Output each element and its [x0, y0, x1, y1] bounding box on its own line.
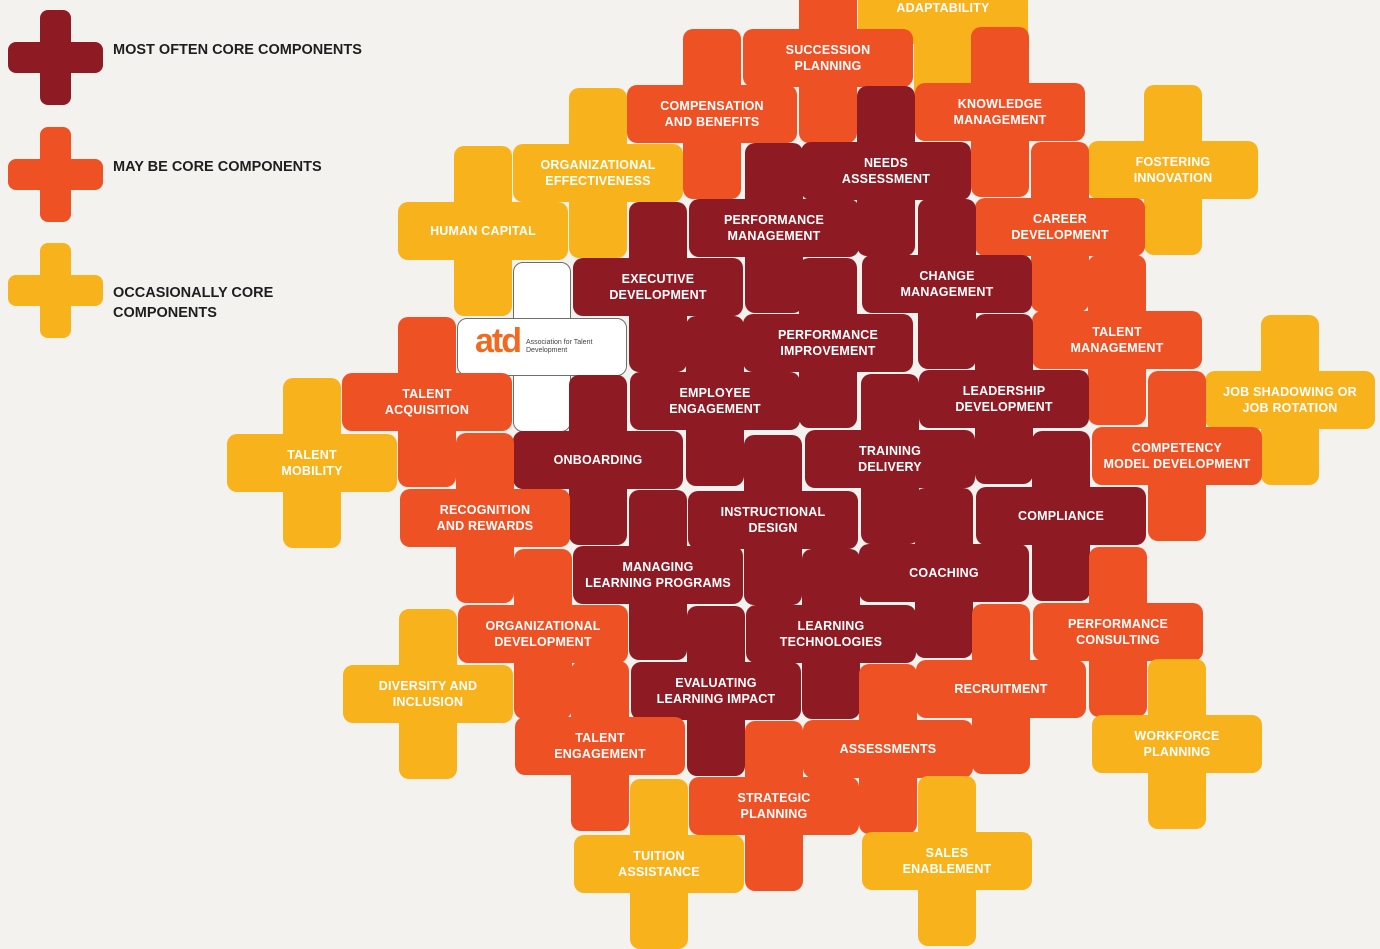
tile-label: INSTRUCTIONAL DESIGN: [720, 505, 826, 535]
tile-training-delivery: TRAINING DELIVERY: [805, 374, 975, 544]
tile-strategic-planning: STRATEGIC PLANNING: [689, 721, 859, 891]
tile-talent-acquisition: TALENT ACQUISITION: [342, 317, 512, 487]
tile-job-shadowing-or-job-rotation: JOB SHADOWING OR JOB ROTATION: [1205, 315, 1375, 485]
tile-organizational-effectiveness: ORGANIZATIONAL EFFECTIVENESS: [513, 88, 683, 258]
legend-label-occasionally: OCCASIONALLY CORE COMPONENTS: [113, 285, 274, 321]
tile-label: EVALUATING LEARNING IMPACT: [656, 676, 776, 706]
tile-label: PERFORMANCE MANAGEMENT: [723, 213, 825, 243]
atd-logo-subtitle: Association for Talent Development: [526, 339, 593, 354]
tile-compensation-and-benefits: COMPENSATION AND BENEFITS: [627, 29, 797, 199]
tile-label: HUMAN CAPITAL: [430, 224, 536, 238]
tile-label: KNOWLEDGE MANAGEMENT: [953, 97, 1047, 127]
tile-label: JOB SHADOWING OR JOB ROTATION: [1223, 385, 1357, 415]
tile-label: PERFORMANCE CONSULTING: [1067, 617, 1169, 647]
tile-organizational-development: ORGANIZATIONAL DEVELOPMENT: [458, 549, 628, 719]
tile-assessments: ASSESSMENTS: [803, 664, 973, 834]
tile-sales-enablement: SALES ENABLEMENT: [862, 776, 1032, 946]
tile-label: STRATEGIC PLANNING: [737, 791, 811, 821]
tile-label: COACHING: [909, 566, 979, 580]
legend-label-may-be: MAY BE CORE COMPONENTS: [113, 159, 322, 175]
tile-performance-management: PERFORMANCE MANAGEMENT: [689, 143, 859, 313]
tile-label: LEARNING TECHNOLOGIES: [779, 619, 883, 649]
tile-leadership-development: LEADERSHIP DEVELOPMENT: [919, 314, 1089, 484]
tile-label: EMPLOYEE ENGAGEMENT: [669, 386, 761, 416]
tile-compliance: COMPLIANCE: [976, 431, 1146, 601]
tile-fostering-innovation: FOSTERING INNOVATION: [1088, 85, 1258, 255]
tile-label: TRAINING DELIVERY: [858, 444, 922, 474]
atd-logo-mark: atd: [475, 322, 522, 360]
legend-cross-yellow: [8, 243, 103, 338]
tile-label: SALES ENABLEMENT: [902, 846, 992, 876]
legend-label-most-often: MOST OFTEN CORE COMPONENTS: [113, 42, 362, 58]
tile-executive-development: EXECUTIVE DEVELOPMENT: [573, 202, 743, 372]
tile-label: COMPETENCY MODEL DEVELOPMENT: [1103, 441, 1251, 471]
tile-label: COMPLIANCE: [1017, 509, 1105, 523]
tile-label: DIVERSITY AND INCLUSION: [378, 679, 478, 709]
tile-instructional-design: INSTRUCTIONAL DESIGN: [688, 435, 858, 605]
tile-performance-improvement: PERFORMANCE IMPROVEMENT: [743, 258, 913, 428]
tile-human-capital: HUMAN CAPITAL: [398, 146, 568, 316]
tile-label: NEEDS ASSESSMENT: [841, 156, 931, 186]
tile-label: SUCCESSION PLANNING: [785, 43, 871, 73]
tile-recruitment: RECRUITMENT: [916, 604, 1086, 774]
legend-may-be: MAY BE CORE COMPONENTS: [8, 127, 388, 222]
tile-tuition-assistance: TUITION ASSISTANCE: [574, 779, 744, 949]
tile-label: COMPENSATION AND BENEFITS: [660, 99, 764, 129]
legend-most-often: MOST OFTEN CORE COMPONENTS: [8, 10, 388, 105]
tile-label: TRAINING OR ADAPTABILITY: [896, 1, 990, 15]
tile-label: ASSESSMENTS: [839, 742, 937, 756]
legend-cross-orange: [8, 127, 103, 222]
tile-career-development: CAREER DEVELOPMENT: [975, 142, 1145, 312]
tile-succession-planning: SUCCESSION PLANNING: [743, 0, 913, 143]
tile-learning-technologies: LEARNING TECHNOLOGIES: [746, 549, 916, 719]
tile-diversity-and-inclusion: DIVERSITY AND INCLUSION: [343, 609, 513, 779]
tile-knowledge-management: KNOWLEDGE MANAGEMENT: [915, 27, 1085, 197]
tile-label: ORGANIZATIONAL DEVELOPMENT: [485, 619, 601, 649]
tile-label: EXECUTIVE DEVELOPMENT: [609, 272, 707, 302]
tile-label: TUITION ASSISTANCE: [618, 849, 700, 879]
legend-occasionally: OCCASIONALLY CORE COMPONENTS: [8, 243, 388, 338]
tile-label: RECRUITMENT: [954, 682, 1048, 696]
tile-label: CAREER DEVELOPMENT: [1011, 212, 1109, 242]
tile-competency-model-development: COMPETENCY MODEL DEVELOPMENT: [1092, 371, 1262, 541]
tile-label: ONBOARDING: [553, 453, 643, 467]
tile-performance-consulting: PERFORMANCE CONSULTING: [1033, 547, 1203, 717]
tile-evaluating-learning-impact: EVALUATING LEARNING IMPACT: [631, 606, 801, 776]
tile-talent-mobility: TALENT MOBILITY: [227, 378, 397, 548]
tile-recognition-and-rewards: RECOGNITION AND REWARDS: [400, 433, 570, 603]
tile-label: RECOGNITION AND REWARDS: [436, 503, 534, 533]
tile-label: TALENT MANAGEMENT: [1070, 325, 1164, 355]
legend-cross-dark-red: [8, 10, 103, 105]
tile-label: ORGANIZATIONAL EFFECTIVENESS: [540, 158, 656, 188]
tile-label: MANAGING LEARNING PROGRAMS: [585, 560, 731, 590]
tile-label: CHANGE MANAGEMENT: [900, 269, 994, 299]
tile-talent-management: TALENT MANAGEMENT: [1032, 255, 1202, 425]
tile-coaching: COACHING: [859, 488, 1029, 658]
tile-label: PERFORMANCE IMPROVEMENT: [777, 328, 879, 358]
tile-talent-engagement: TALENT ENGAGEMENT: [515, 661, 685, 831]
tile-label: TALENT ACQUISITION: [384, 387, 470, 417]
tile-needs-assessment: NEEDS ASSESSMENT: [801, 86, 971, 256]
tile-workforce-planning: WORKFORCE PLANNING: [1092, 659, 1262, 829]
atd-logo: atd Association for Talent Development: [475, 324, 604, 358]
tile-label: LEADERSHIP DEVELOPMENT: [955, 384, 1053, 414]
tile-employee-engagement: EMPLOYEE ENGAGEMENT: [630, 316, 800, 486]
tile-label: TALENT ENGAGEMENT: [554, 731, 646, 761]
atd-logo-tile: atd Association for Talent Development: [457, 262, 627, 432]
tile-label: TALENT MOBILITY: [281, 448, 343, 478]
tile-managing-learning-programs: MANAGING LEARNING PROGRAMS: [573, 490, 743, 660]
tile-onboarding: ONBOARDING: [513, 375, 683, 545]
tile-change-management: CHANGE MANAGEMENT: [862, 199, 1032, 369]
tile-label: FOSTERING INNOVATION: [1133, 155, 1213, 185]
tile-label: WORKFORCE PLANNING: [1134, 729, 1220, 759]
